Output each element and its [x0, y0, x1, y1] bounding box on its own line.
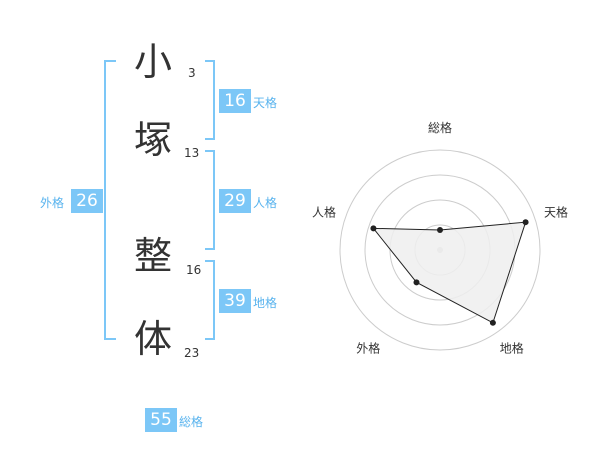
- stroke-count-2: 13: [184, 146, 200, 160]
- gaikaku-value: 26: [71, 189, 103, 213]
- tenkaku-label: 天格: [253, 96, 278, 110]
- radar-axis-label: 地格: [500, 341, 524, 356]
- jinkaku-bracket: [205, 150, 215, 250]
- chikaku-bracket: [205, 260, 215, 340]
- tenkaku-bracket: [205, 60, 215, 140]
- stroke-count-1: 3: [188, 66, 196, 80]
- gaikaku-label: 外格: [40, 196, 65, 210]
- name-char-1: 小: [133, 40, 172, 84]
- radar-point-2: [522, 219, 529, 226]
- jinkaku-label: 人格: [253, 196, 278, 210]
- name-char-2: 塚: [133, 118, 172, 162]
- chikaku-label: 地格: [253, 296, 278, 310]
- stroke-count-3: 16: [186, 263, 202, 277]
- radar-ring: [339, 149, 541, 351]
- soukaku-label: 総格: [179, 415, 204, 429]
- chikaku-value: 39: [219, 289, 251, 313]
- radar-point-4: [413, 279, 420, 286]
- radar-point-3: [489, 319, 496, 326]
- radar-axis-label: 天格: [544, 204, 568, 219]
- jinkaku-value: 29: [219, 189, 251, 213]
- radar-axis-label: 総格: [428, 120, 452, 135]
- name-char-4: 体: [133, 317, 172, 361]
- soukaku-value: 55: [145, 408, 177, 432]
- radar-point-5: [370, 225, 377, 232]
- radar-axis-label: 人格: [312, 204, 336, 219]
- radar-axis-label: 外格: [356, 341, 380, 356]
- name-char-3: 整: [133, 234, 172, 278]
- radar-point-1: [437, 227, 443, 233]
- tenkaku-value: 16: [219, 89, 251, 113]
- stroke-count-4: 23: [184, 346, 200, 360]
- gaikaku-bracket: [104, 60, 116, 340]
- radar-data-area: [372, 221, 527, 324]
